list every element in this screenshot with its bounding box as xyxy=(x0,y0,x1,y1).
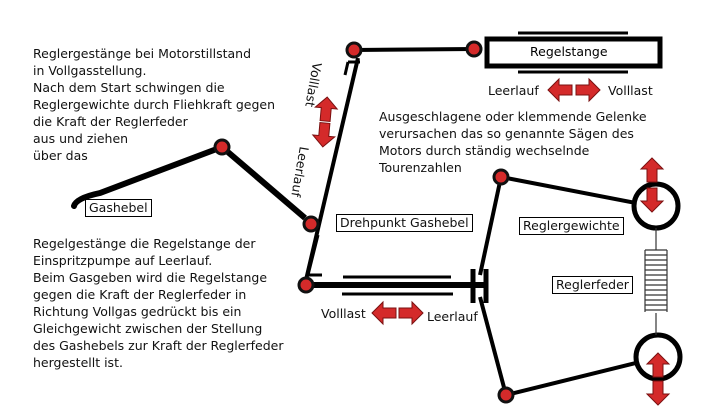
joint xyxy=(497,386,515,404)
joint xyxy=(213,138,231,156)
regelstange-box xyxy=(484,36,663,69)
lever-volllast-label: Volllast xyxy=(302,61,325,108)
arrow-regelstange-icon xyxy=(547,78,601,102)
top-leerlauf-label: Leerlauf xyxy=(488,83,539,98)
weight-arm-top xyxy=(500,175,637,205)
gashebel-link xyxy=(220,144,307,221)
rod-leerlauf-label: Leerlauf xyxy=(427,309,478,324)
reglergewichte-label: Reglergewichte xyxy=(519,217,624,235)
rod-volllast-label: Volllast xyxy=(321,306,366,321)
joint xyxy=(465,40,483,58)
regelstange-label: Regelstange xyxy=(530,44,608,59)
governor-arm-top xyxy=(478,176,503,276)
spring-icon xyxy=(644,228,668,335)
drehpunkt-label: Drehpunkt Gashebel xyxy=(336,214,473,232)
lever-leerlauf-label: Leerlauf xyxy=(288,145,312,198)
joint xyxy=(297,276,315,294)
arrow-rod-icon xyxy=(371,301,424,325)
top-volllast-label: Volllast xyxy=(608,83,653,98)
governor-arm-bottom xyxy=(478,296,508,396)
gashebel-lever xyxy=(71,144,225,209)
lever-bracket xyxy=(306,60,360,277)
governor-weight-bottom xyxy=(633,332,683,382)
weight-arm-bottom xyxy=(505,361,637,397)
joint xyxy=(492,168,510,186)
gashebel-label: Gashebel xyxy=(85,199,152,217)
reglerfeder-label: Reglerfeder xyxy=(552,276,633,294)
joint-drehpunkt xyxy=(302,215,320,233)
link-to-regelstange xyxy=(353,47,475,52)
joint xyxy=(345,41,363,59)
